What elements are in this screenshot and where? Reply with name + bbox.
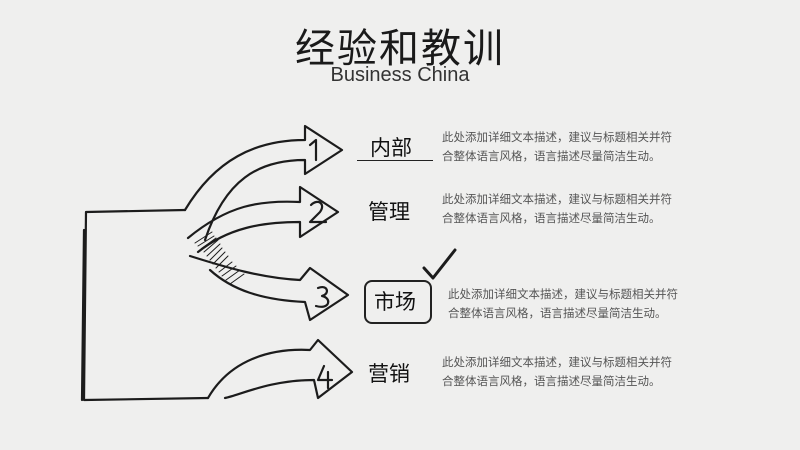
item-desc-4-line-1: 此处添加详细文本描述，建议与标题相关并符 [442, 355, 672, 369]
numeral-4-mark [316, 364, 334, 390]
numeral-1-mark [308, 138, 318, 162]
arrow-2 [186, 185, 340, 254]
item-desc-3: 此处添加详细文本描述，建议与标题相关并符 合整体语言风格，语言描述尽量简洁生动。 [448, 285, 738, 323]
item-label-2: 管理 [368, 200, 410, 224]
arrow-3 [188, 254, 350, 322]
item-desc-2-line-2: 合整体语言风格，语言描述尽量简洁生动。 [442, 211, 661, 225]
page-subtitle: Business China [330, 64, 470, 86]
item-desc-3-line-2: 合整体语言风格，语言描述尽量简洁生动。 [448, 306, 667, 320]
checkmark-icon [422, 248, 457, 280]
arrow-trunk [80, 208, 210, 402]
item-1-underline [357, 160, 433, 161]
hatching [194, 231, 245, 285]
item-desc-1-line-2: 合整体语言风格，语言描述尽量简洁生动。 [442, 149, 661, 163]
numeral-3-mark [314, 286, 330, 308]
item-label-3: 市场 [374, 290, 416, 314]
item-desc-4-line-2: 合整体语言风格，语言描述尽量简洁生动。 [442, 374, 661, 388]
arrow-4 [206, 338, 354, 400]
item-desc-1-line-1: 此处添加详细文本描述，建议与标题相关并符 [442, 130, 672, 144]
arrow-1 [183, 124, 344, 242]
page-title: 经验和教训 [295, 26, 505, 72]
item-label-4: 营销 [368, 362, 410, 386]
item-desc-2: 此处添加详细文本描述，建议与标题相关并符 合整体语言风格，语言描述尽量简洁生动。 [442, 190, 732, 228]
item-label-1: 内部 [370, 136, 412, 160]
item-3-highlight-box [364, 280, 432, 324]
numeral-2-mark [308, 200, 328, 224]
item-desc-2-line-1: 此处添加详细文本描述，建议与标题相关并符 [442, 192, 672, 206]
item-desc-3-line-1: 此处添加详细文本描述，建议与标题相关并符 [448, 287, 678, 301]
item-desc-1: 此处添加详细文本描述，建议与标题相关并符 合整体语言风格，语言描述尽量简洁生动。 [442, 128, 732, 166]
item-desc-4: 此处添加详细文本描述，建议与标题相关并符 合整体语言风格，语言描述尽量简洁生动。 [442, 353, 732, 391]
